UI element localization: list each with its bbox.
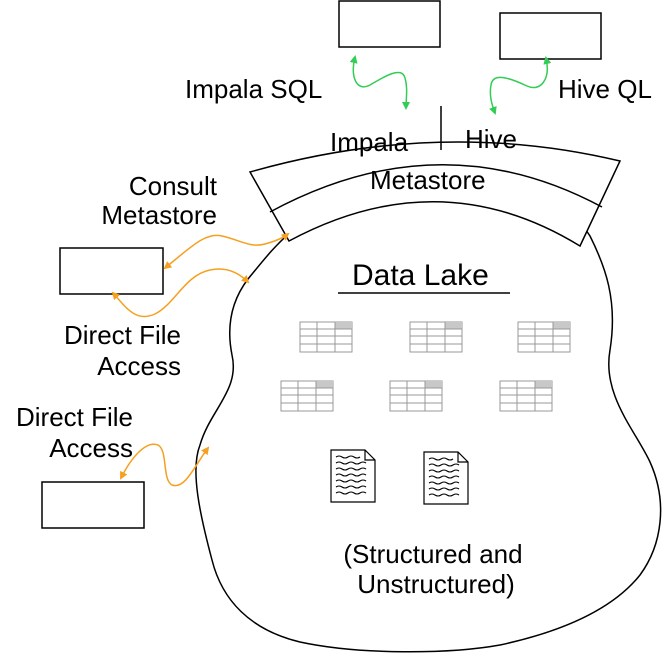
direct-file-access-label-1-line2: Access	[97, 351, 181, 381]
consult-metastore-label-line1: Consult	[129, 171, 218, 201]
impala-sql-arrow	[349, 55, 411, 110]
metastore-band	[248, 141, 622, 248]
table-icon	[409, 321, 463, 353]
hive-client-box	[499, 12, 602, 60]
impala-label: Impala	[330, 127, 409, 157]
direct-file-access-label-1-line1: Direct File	[64, 320, 181, 350]
hive-label: Hive	[465, 124, 517, 154]
table-icon	[299, 321, 353, 353]
consult-metastore-arrow	[163, 232, 290, 270]
impala-client-box	[338, 0, 441, 48]
table-icon	[517, 321, 571, 353]
data-lake-title: Data Lake	[352, 259, 489, 292]
engine-metastore-divider	[269, 164, 603, 213]
document-icon	[330, 449, 376, 503]
metastore-label: Metastore	[370, 165, 486, 195]
direct-file-client-box	[41, 481, 145, 529]
direct-file-access-arrow-1	[111, 268, 250, 318]
document-icon	[423, 451, 469, 505]
table-icon	[389, 380, 443, 412]
direct-file-access-label-2-line1: Direct File	[16, 402, 133, 432]
impala-sql-label: Impala SQL	[185, 74, 322, 104]
hive-ql-arrow	[489, 56, 552, 115]
structured-label-line2: Unstructured)	[357, 569, 515, 599]
structured-label-line1: (Structured and	[343, 539, 522, 569]
hive-ql-label: Hive QL	[558, 74, 652, 104]
direct-file-access-label-2-line2: Access	[49, 433, 133, 463]
table-icon	[280, 380, 334, 412]
consult-client-box	[59, 247, 164, 295]
consult-metastore-label-line2: Metastore	[101, 200, 217, 230]
direct-file-access-arrow-2	[120, 443, 210, 487]
table-icon	[499, 380, 553, 412]
